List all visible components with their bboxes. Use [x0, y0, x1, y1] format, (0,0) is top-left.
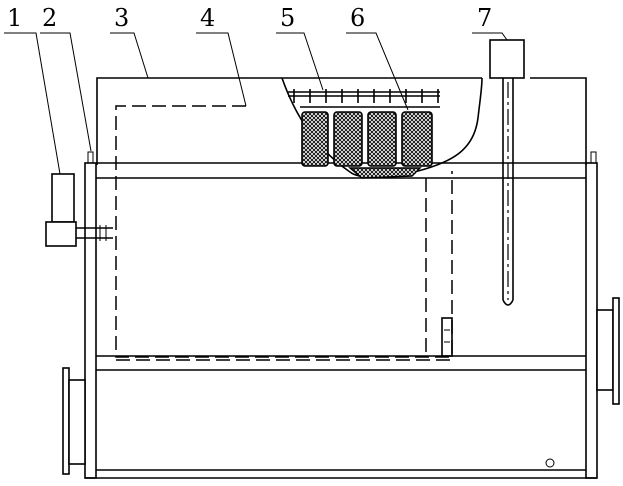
label-5: 5	[280, 4, 295, 32]
label-2: 2	[42, 4, 57, 32]
label-6: 6	[350, 4, 365, 32]
label-7: 7	[477, 4, 492, 32]
level-valve	[441, 317, 453, 357]
left-flange	[62, 367, 86, 475]
leader-lines	[4, 32, 508, 175]
label-4: 4	[200, 4, 215, 32]
tank-body	[84, 151, 598, 479]
filter-frame	[115, 105, 453, 361]
motor-unit	[45, 173, 113, 247]
label-3: 3	[114, 4, 129, 32]
vent-pipe	[489, 39, 525, 306]
drain-hole	[545, 458, 555, 468]
part-labels: 1 2 3 4 5 6 7	[7, 4, 492, 32]
filter-cartridges	[301, 111, 433, 179]
collector-trough	[348, 167, 422, 179]
spray-pipe	[288, 89, 440, 103]
nozzles	[293, 89, 439, 103]
upper-housing	[96, 77, 587, 165]
label-1: 1	[7, 4, 22, 32]
right-flange	[596, 297, 620, 405]
